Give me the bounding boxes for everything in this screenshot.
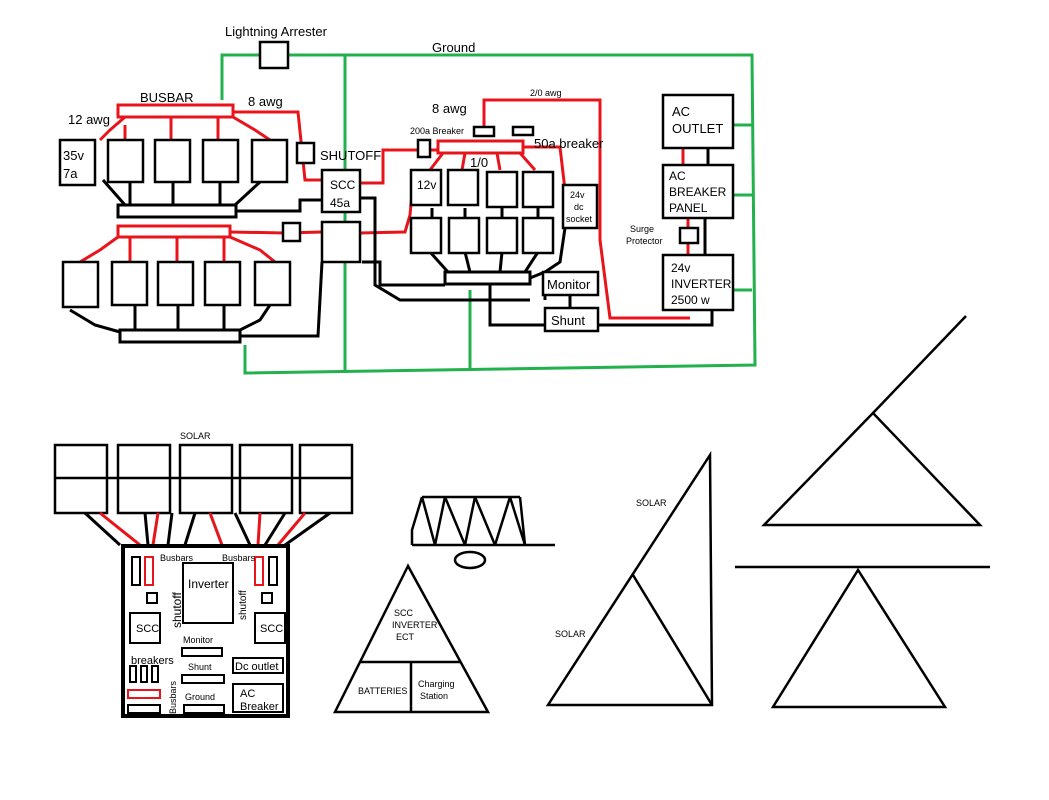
scc-line2: 45a — [330, 196, 350, 210]
battery-35v-line1: 35v — [63, 148, 84, 163]
inverter-line3: 2500 w — [671, 293, 710, 307]
shunt-label: Shunt — [551, 313, 585, 328]
inverter-line1: 24v — [671, 261, 690, 275]
roof-triangles — [735, 315, 990, 709]
ac-outlet-line2: OUTLET — [672, 121, 723, 136]
battery-35v-line2: 7a — [63, 166, 78, 181]
pyramid-contents-line1: SCC — [394, 608, 414, 618]
pyramid-contents-line2: INVERTER — [392, 620, 438, 630]
solar-bottom-label: SOLAR — [555, 629, 586, 639]
surge-protector-line2: Protector — [626, 236, 663, 246]
surge-protector-line1: Surge — [630, 224, 654, 234]
shunt-layout-label: Shunt — [188, 662, 212, 672]
ac-outlet-line1: AC — [672, 104, 690, 119]
v12-label: 12v — [417, 178, 436, 192]
ground-label: Ground — [432, 40, 475, 55]
ac-breaker-panel-box — [661, 163, 735, 220]
ac-breaker-line2: BREAKER — [669, 185, 727, 199]
charging-station-line2: Station — [420, 691, 448, 701]
awg8-right-label: 8 awg — [432, 101, 467, 116]
monitor-layout-label: Monitor — [183, 635, 213, 645]
ground-wires — [220, 53, 757, 375]
batteries-label: BATTERIES — [358, 686, 407, 696]
lightning-arrester-label: Lightning Arrester — [225, 24, 328, 39]
scc-left-label: SCC — [136, 623, 159, 635]
dc-outlet-label: Dc outlet — [235, 661, 278, 673]
ground-layout-label: Ground — [185, 692, 215, 702]
inverter-box — [661, 253, 735, 312]
ac-breaker-line1: AC — [240, 688, 255, 700]
lightning-arrester-box — [258, 40, 290, 70]
shutoff-right-label: shutoff — [238, 590, 249, 620]
tilted-solar-sketch — [545, 450, 714, 707]
pyramid-storage — [332, 563, 491, 714]
dc-socket-line2: dc — [574, 202, 584, 212]
surge-protector-box — [678, 226, 700, 245]
monitor-box — [541, 270, 600, 297]
awg20-label: 2/0 awg — [530, 88, 562, 98]
ac-breaker-line1: AC — [669, 169, 686, 183]
busbar-label: BUSBAR — [140, 90, 193, 105]
scc-box — [320, 168, 362, 214]
shutoff-label: SHUTOFF — [320, 148, 381, 163]
breaker50-label: 50a breaker — [534, 136, 604, 151]
inverter-label: Inverter — [188, 577, 229, 591]
scc-right-label: SCC — [260, 623, 283, 635]
charging-station-line1: Charging — [418, 679, 455, 689]
panel-layout: SOLAR — [53, 431, 354, 718]
battery-35v — [58, 138, 97, 187]
awg12-label: 12 awg — [68, 112, 110, 127]
solar-label: SOLAR — [180, 431, 211, 441]
breaker200-label: 200a Breaker — [410, 126, 464, 136]
awg8-left-label: 8 awg — [248, 94, 283, 109]
trailer-sketch — [410, 495, 555, 570]
solar-top-label: SOLAR — [636, 498, 667, 508]
busbars-vertical-label: Busbars — [168, 680, 178, 714]
monitor-label: Monitor — [547, 277, 591, 292]
scc-line1: SCC — [330, 178, 356, 192]
busbars-right-label: Busbars — [222, 553, 256, 563]
dc-socket-box — [561, 183, 599, 230]
negative-wires — [69, 148, 714, 344]
ac-breaker-line3: PANEL — [669, 201, 708, 215]
shutoff-left-label: shutoff — [170, 592, 184, 628]
inverter-line2: INVERTER — [671, 277, 732, 291]
ac-outlet-box — [661, 93, 735, 150]
ac-breaker-line2: Breaker — [240, 701, 279, 713]
busbars-left-label: Busbars — [160, 553, 194, 563]
awg10-label: 1/0 — [470, 155, 488, 170]
dc-socket-line1: 24v — [570, 190, 585, 200]
breakers-label: breakers — [131, 655, 174, 667]
shunt-box — [543, 306, 600, 333]
pyramid-contents-line3: ECT — [396, 632, 415, 642]
dc-socket-line3: socket — [566, 214, 593, 224]
components — [58, 40, 735, 333]
